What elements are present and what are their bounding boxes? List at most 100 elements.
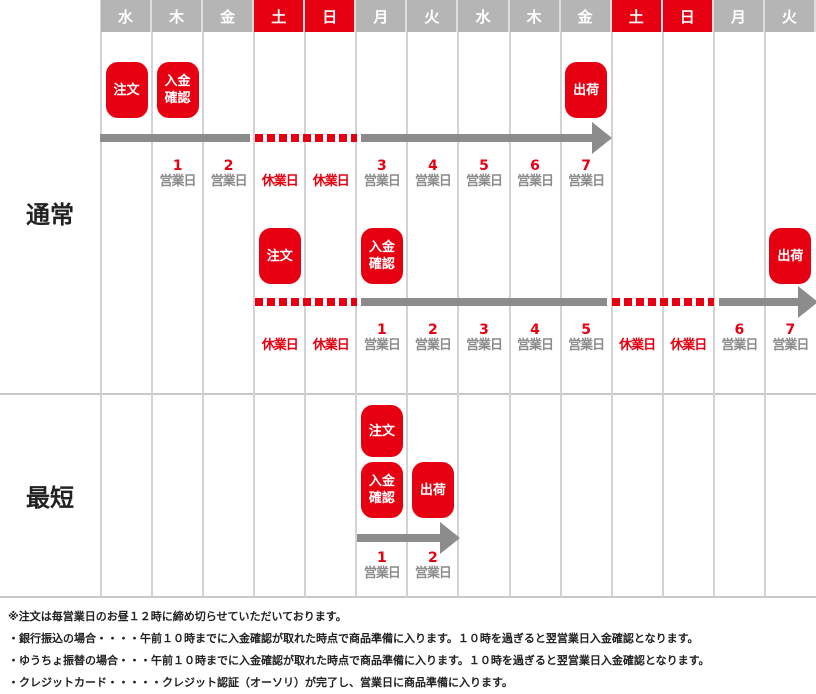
day-type: 休業日 [312,338,350,353]
day-header: 火 [764,0,816,32]
day-number [612,322,663,338]
section-label-normal: 通常 [26,201,74,229]
notes: ※注文は毎営業日のお昼１２時に締め切らせていただいております。 ・銀行振込の場合… [8,606,709,694]
process-arrow-bar [361,134,592,142]
day-type: 営業日 [414,174,452,189]
day-type: 営業日 [721,338,758,353]
day-type: 営業日 [465,338,503,353]
day-type: 営業日 [772,338,809,353]
column-divider [355,32,358,597]
day-number: 5 [479,158,489,174]
day-type: 営業日 [210,174,248,189]
step-badge-ship: 出荷 [769,228,812,284]
step-badge-payment: 入金 確認 [360,462,403,518]
step-badge-order: 注文 [360,405,403,457]
day-number: 5 [581,322,591,338]
day-number: 7 [581,158,591,174]
column-divider [202,32,205,597]
column-divider [508,32,511,597]
note-line: ・クレジットカード・・・・・クレジット認証（オーソリ）が完了し、営業日に商品準備… [8,676,513,689]
holiday-dashed-bar [255,134,357,142]
day-type: 営業日 [568,338,605,353]
day-header: 土 [254,0,306,32]
day-header: 木 [152,0,204,32]
label-column-divider [100,0,102,597]
day-type: 営業日 [159,174,197,189]
holiday-label: 休業日 [612,322,663,354]
day-number: 4 [428,158,438,174]
day-type: 営業日 [414,338,452,353]
day-header: 水 [458,0,510,32]
day-type: 休業日 [261,338,299,353]
day-number: 1 [376,322,387,338]
day-number: 3 [376,158,387,174]
step-badge-payment: 入金 確認 [156,62,199,118]
step-badge-ship: 出荷 [411,462,454,518]
holiday-label: 休業日 [663,322,714,354]
column-divider [661,32,664,597]
day-number: 6 [734,322,745,338]
day-header: 日 [662,0,714,32]
day-type: 営業日 [363,338,401,353]
day-number [254,322,305,338]
day-header: 火 [407,0,459,32]
column-divider [457,32,460,597]
day-header: 金 [203,0,255,32]
step-badge-payment: 入金 確認 [360,228,403,284]
day-header: 水 [101,0,153,32]
day-number: 3 [479,322,489,338]
column-divider [610,32,613,597]
day-number [254,158,305,174]
day-header: 月 [713,0,765,32]
day-type: 休業日 [619,338,656,353]
day-header: 日 [305,0,357,32]
holiday-label: 休業日 [305,322,356,354]
holiday-label: 休業日 [305,158,356,190]
day-type: 休業日 [261,174,299,189]
arrow-head-icon [798,286,816,318]
day-number: 4 [530,322,540,338]
day-number: 2 [428,322,438,338]
day-type: 営業日 [517,174,554,189]
day-type: 営業日 [568,174,605,189]
arrow-head-icon [592,122,612,154]
process-arrow-bar [357,534,440,542]
day-header: 土 [611,0,663,32]
day-type: 休業日 [312,174,350,189]
column-divider [712,32,715,597]
day-type: 営業日 [414,566,452,581]
day-type: 営業日 [465,174,503,189]
day-header: 金 [560,0,612,32]
day-header: 月 [356,0,408,32]
step-badge-ship: 出荷 [565,62,608,118]
holiday-dashed-bar [612,298,714,306]
column-divider [151,32,154,597]
process-arrow-bar [719,298,798,306]
day-number: 6 [530,158,540,174]
day-number [305,158,356,174]
column-divider [406,32,409,597]
day-number: 1 [172,158,183,174]
day-number [663,322,714,338]
section-label-fastest: 最短 [26,483,74,512]
column-divider [763,32,766,597]
day-header: 木 [509,0,561,32]
note-line: ・ゆうちょ振替の場合・・・午前１０時までに入金確認が取れた時点で商品準備に入りま… [8,654,710,667]
holiday-dashed-bar [255,298,357,306]
column-divider [304,32,307,597]
day-type: 営業日 [363,174,401,189]
arrow-head-icon [440,522,460,554]
column-divider [559,32,562,597]
